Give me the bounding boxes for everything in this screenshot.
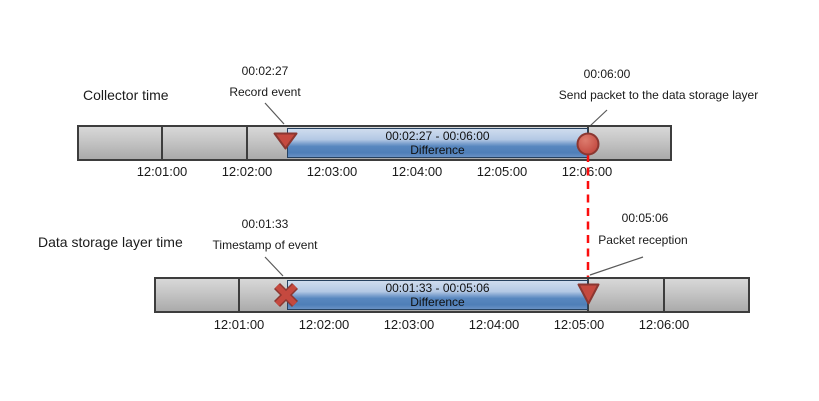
collector-difference-range: 00:02:27 - 00:06:00 (385, 129, 490, 143)
storage-axis-label-2: 12:02:00 (298, 317, 350, 332)
packet-reception-leader-line (589, 256, 644, 276)
record-event-label: Record event (229, 85, 301, 99)
timestamp-event-label: Timestamp of event (212, 238, 318, 252)
collector-axis-label-1: 12:01:00 (136, 164, 188, 179)
collector-axis-label-4: 12:04:00 (391, 164, 443, 179)
collector-timeline-label: Collector time (83, 87, 169, 103)
storage-axis-label-6: 12:06:00 (638, 317, 690, 332)
record-event-triangle-icon (273, 132, 298, 150)
timestamp-event-time: 00:01:33 (241, 217, 289, 231)
collector-difference-region: 00:02:27 - 00:06:00 Difference (287, 128, 588, 158)
storage-tick-1206 (663, 277, 665, 313)
send-packet-label: Send packet to the data storage layer (558, 88, 759, 102)
storage-axis-label-4: 12:04:00 (468, 317, 520, 332)
collector-difference-label: Difference (410, 143, 465, 157)
collector-axis-label-2: 12:02:00 (221, 164, 273, 179)
collector-tick-1201 (161, 125, 163, 161)
storage-axis-label-1: 12:01:00 (213, 317, 265, 332)
send-packet-leader-line (589, 109, 608, 127)
collector-axis-label-5: 12:05:00 (476, 164, 528, 179)
storage-tick-1201 (238, 277, 240, 313)
storage-difference-region: 00:01:33 - 00:05:06 Difference (287, 280, 588, 310)
timestamp-event-leader-line (264, 256, 284, 277)
send-packet-time: 00:06:00 (583, 67, 631, 81)
packet-reception-time: 00:05:06 (621, 211, 669, 225)
record-event-time: 00:02:27 (241, 64, 289, 78)
storage-difference-label: Difference (410, 295, 465, 309)
collector-tick-1202 (246, 125, 248, 161)
storage-timeline-label: Data storage layer time (38, 234, 183, 250)
record-event-leader-line (264, 102, 285, 125)
packet-reception-triangle-icon (577, 283, 600, 305)
packet-reception-label: Packet reception (598, 233, 688, 247)
send-packet-circle-icon (576, 132, 600, 156)
storage-difference-range: 00:01:33 - 00:05:06 (385, 281, 490, 295)
collector-axis-label-3: 12:03:00 (306, 164, 358, 179)
packet-transfer-connector-line (586, 154, 590, 280)
storage-axis-label-5: 12:05:00 (553, 317, 605, 332)
timestamp-event-x-icon (273, 282, 299, 308)
storage-axis-label-3: 12:03:00 (383, 317, 435, 332)
